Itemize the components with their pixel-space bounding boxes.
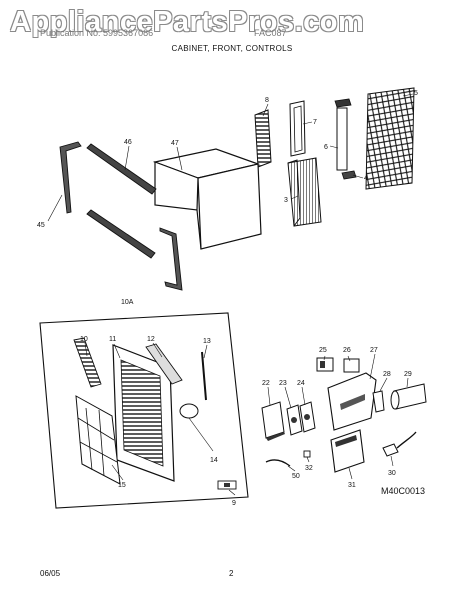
label-part-22: 22 [262,380,270,387]
part-12-control-strip [145,343,183,385]
label-part-13: 13 [203,338,211,345]
drawing-code: M40C0013 [381,486,426,496]
part-5-mesh-filter [365,87,415,190]
section-title: CABINET, FRONT, CONTROLS [171,44,293,53]
part-45-frame [59,141,183,291]
label-part-7: 7 [313,119,317,126]
footer-page-number: 2 [229,569,234,578]
part-9-switch [217,480,237,490]
part-13-rod [201,351,207,401]
part-15-filter [75,395,121,485]
label-part-10a: 10A [121,299,134,306]
label-part-11: 11 [109,336,116,343]
part-46-rails [86,143,157,259]
leader-lines [47,93,414,496]
label-part-26: 26 [343,347,351,354]
label-part-3: 3 [284,197,288,204]
label-part-24: 24 [297,380,305,387]
part-27-bracket [327,372,377,431]
label-part-9: 9 [232,500,236,507]
part-26-relay [343,358,360,373]
part-30-cord [382,431,417,457]
part-11-front-panel [112,344,175,482]
footer-date: 06/05 [40,569,61,578]
part-22-box [261,401,285,441]
label-part-5: 5 [414,90,418,97]
label-part-12: 12 [147,336,155,343]
publication-number: Publication No. 5995367086 [40,28,154,38]
label-part-31: 31 [348,482,356,489]
label-part-4: 4 [364,175,368,182]
label-part-45: 45 [37,222,45,229]
part-8-grille [254,109,272,168]
label-part-15: 15 [118,482,126,489]
part-23-switch [286,404,303,436]
label-part-30: 30 [388,470,396,477]
part-3-coil [287,157,322,227]
part-29-capacitor [390,383,427,410]
watermark-logo: AppliancePartsPros.com [10,6,365,38]
part-10-strip [73,337,102,388]
part-50-wire [265,459,291,467]
part-25-relay [316,357,334,372]
label-part-10: 10 [80,336,88,343]
label-part-28: 28 [383,371,391,378]
label-part-25: 25 [319,347,327,354]
label-part-6: 6 [324,144,328,151]
part-31-box [330,429,365,473]
part-32-connector [303,450,311,458]
label-part-29: 29 [404,371,412,378]
label-part-27: 27 [370,347,378,354]
label-part-47: 47 [171,140,179,147]
label-part-23: 23 [279,380,287,387]
part-28-clip [372,390,385,413]
part-14-knob [179,403,214,452]
model-number: FAC087 [254,28,287,38]
label-part-8: 8 [265,97,269,104]
label-part-46: 46 [124,139,132,146]
part-6-tube [334,98,357,180]
label-part-32: 32 [305,465,313,472]
part-10a-outline [39,312,249,509]
part-7-frame [289,100,306,157]
part-labels: 8 7 5 6 4 3 46 47 45 10A 10 11 12 13 14 … [37,90,418,507]
label-part-14: 14 [210,457,218,464]
label-part-50: 50 [292,473,300,480]
part-24-switch [299,401,316,433]
